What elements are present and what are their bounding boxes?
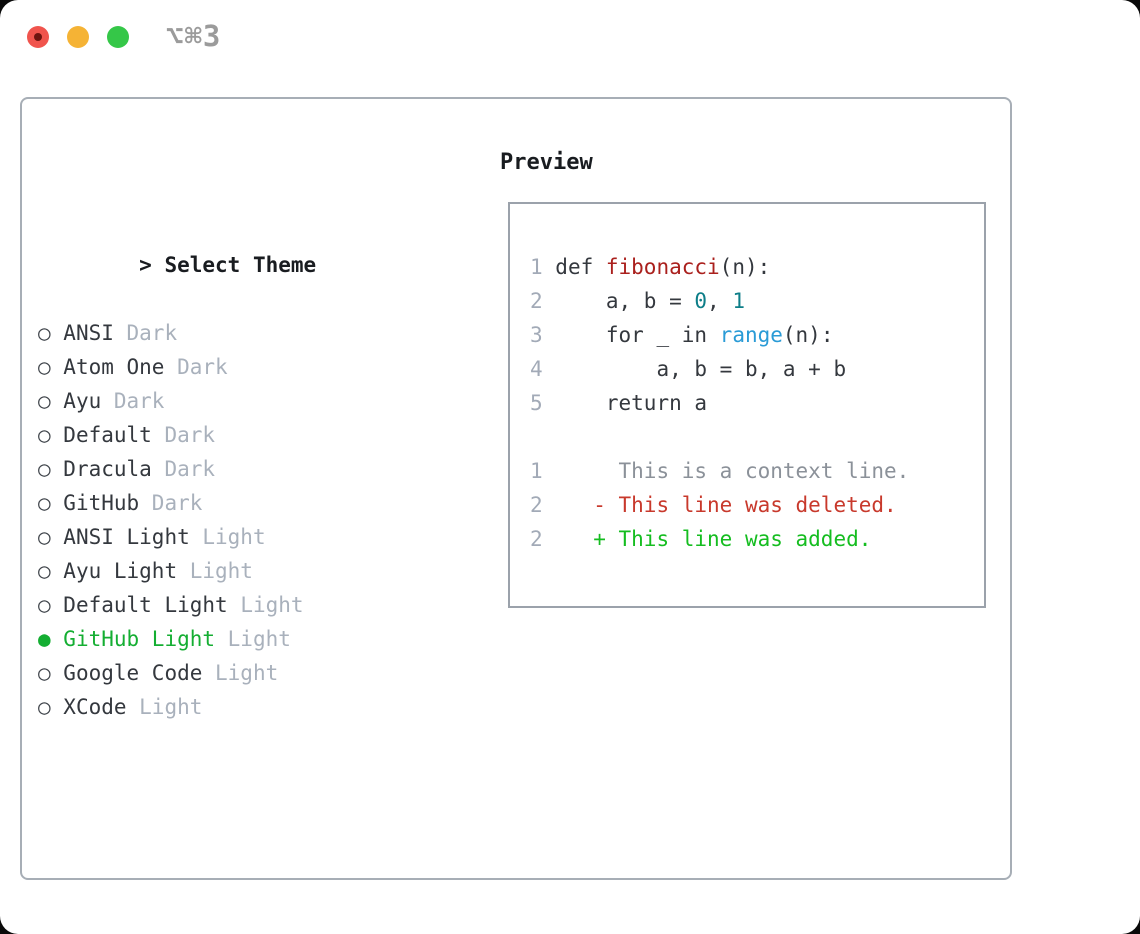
radio-unselected-icon: ○ [38, 355, 64, 379]
preview-heading: Preview [500, 150, 593, 175]
select-theme-label: Select Theme [164, 253, 317, 277]
theme-option-label: ANSI [63, 321, 114, 345]
theme-picker-panel: > Select Theme ○ ANSI Dark○ Atom One Dar… [20, 97, 1012, 934]
code-line: 3 for _ in range(n): [530, 318, 984, 352]
code-line: 1 def fibonacci(n): [530, 250, 984, 284]
code-segment-diff_context_gray: This is a context line. [542, 459, 910, 483]
theme-option-ansi-light[interactable]: ○ ANSI Light Light [38, 520, 442, 554]
theme-option-github[interactable]: ○ GitHub Dark [38, 486, 442, 520]
theme-option-ayu[interactable]: ○ Ayu Dark [38, 384, 442, 418]
code-segment-line_num: 2 [530, 527, 543, 551]
theme-option-label: Dracula [63, 457, 152, 481]
theme-option-ayu-light[interactable]: ○ Ayu Light Light [38, 554, 442, 588]
theme-option-ansi[interactable]: ○ ANSI Dark [38, 316, 442, 350]
code-line [530, 420, 984, 454]
theme-option-github-light[interactable]: ● GitHub Light Light [38, 622, 442, 656]
theme-list: ○ ANSI Dark○ Atom One Dark○ Ayu Dark○ De… [38, 316, 442, 724]
code-segment-line_num: 2 [530, 289, 543, 313]
theme-option-label: Atom One [63, 355, 165, 379]
code-line: 2 a, b = 0, 1 [530, 284, 984, 318]
code-line: 5 return a [530, 386, 984, 420]
code-segment-code_func_red: fibonacci [605, 255, 720, 279]
code-segment-code_plain: a, b = b, a + b [542, 357, 847, 381]
theme-option-label: Ayu [63, 389, 102, 413]
theme-variant-tag: Dark [101, 389, 165, 413]
theme-option-label: ANSI Light [63, 525, 190, 549]
radio-unselected-icon: ○ [38, 321, 64, 345]
radio-unselected-icon: ○ [38, 491, 64, 515]
theme-variant-tag: Dark [151, 423, 216, 447]
code-segment-diff_deleted_red: - This line was deleted. [542, 493, 897, 517]
radio-unselected-icon: ○ [38, 661, 64, 685]
code-line: 2 - This line was deleted. [530, 488, 984, 522]
theme-variant-tag: Light [202, 661, 279, 685]
radio-unselected-icon: ○ [38, 423, 64, 447]
theme-variant-tag: Dark [151, 457, 216, 481]
radio-unselected-icon: ○ [38, 559, 64, 583]
theme-option-label: Default [63, 423, 152, 447]
theme-variant-tag: Dark [164, 355, 228, 379]
radio-unselected-icon: ○ [38, 389, 64, 413]
select-theme-header: > Select Theme [38, 214, 442, 277]
theme-option-label: GitHub Light [63, 627, 216, 651]
radio-unselected-icon: ○ [38, 525, 64, 549]
unsaved-changes-dot [34, 33, 42, 41]
theme-option-atom-one[interactable]: ○ Atom One Dark [38, 350, 442, 384]
code-segment-line_num: 1 [530, 255, 543, 279]
theme-option-default[interactable]: ○ Default Dark [38, 418, 442, 452]
theme-selector-column: > Select Theme ○ ANSI Dark○ Atom One Dar… [38, 146, 442, 934]
theme-option-label: XCode [63, 695, 127, 719]
theme-variant-tag: Dark [113, 321, 178, 345]
code-segment-code_plain: a, b = [542, 289, 695, 313]
code-segment-diff_added_green: + This line was added. [542, 527, 872, 551]
minimize-button[interactable] [67, 26, 89, 48]
theme-variant-tag: Light [177, 559, 253, 583]
theme-option-default-light[interactable]: ○ Default Light Light [38, 588, 442, 622]
code-segment-code_plain: (n): [719, 255, 771, 279]
code-segment-line_num: 3 [530, 323, 543, 347]
window-title: ⌥⌘3 [166, 19, 222, 53]
code-segment-code_number_teal: 0 [694, 289, 708, 313]
code-segment-line_num: 4 [530, 357, 543, 381]
spacer [38, 792, 442, 826]
code-segment-code_plain: def [542, 255, 606, 279]
apply-to-header: Apply To [38, 894, 442, 934]
radio-selected-icon: ● [38, 627, 64, 651]
code-line: 2 + This line was added. [530, 522, 984, 556]
theme-option-xcode[interactable]: ○ XCode Light [38, 690, 442, 724]
code-segment-code_plain: return a [542, 391, 708, 415]
radio-unselected-icon: ○ [38, 593, 64, 617]
radio-unselected-icon: ○ [38, 457, 64, 481]
close-button[interactable] [27, 26, 49, 48]
code-segment-code_plain: for _ in [542, 323, 720, 347]
theme-option-label: GitHub [63, 491, 140, 515]
code-line: 1 This is a context line. [530, 454, 984, 488]
theme-option-google-code[interactable]: ○ Google Code Light [38, 656, 442, 690]
theme-variant-tag: Light [189, 525, 266, 549]
code-line: 4 a, b = b, a + b [530, 352, 984, 386]
code-segment-line_num: 1 [530, 459, 543, 483]
theme-variant-tag: Light [227, 593, 304, 617]
theme-option-label: Google Code [63, 661, 203, 685]
theme-variant-tag: Light [126, 695, 203, 719]
code-segment-code_call_blue: range [719, 323, 783, 347]
zoom-button[interactable] [107, 26, 129, 48]
code-segment-line_num: 2 [530, 493, 543, 517]
theme-variant-tag: Dark [139, 491, 203, 515]
theme-option-label: Ayu Light [63, 559, 178, 583]
code-segment-code_plain: (n): [782, 323, 834, 347]
theme-variant-tag: Light [215, 627, 291, 651]
radio-unselected-icon: ○ [38, 695, 64, 719]
theme-option-label: Default Light [63, 593, 228, 617]
code-segment-code_number_teal: 1 [732, 289, 745, 313]
code-segment-line_num: 5 [530, 391, 543, 415]
code-segment-code_plain: , [707, 289, 733, 313]
theme-option-dracula[interactable]: ○ Dracula Dark [38, 452, 442, 486]
prompt-caret-icon: > [139, 253, 165, 277]
